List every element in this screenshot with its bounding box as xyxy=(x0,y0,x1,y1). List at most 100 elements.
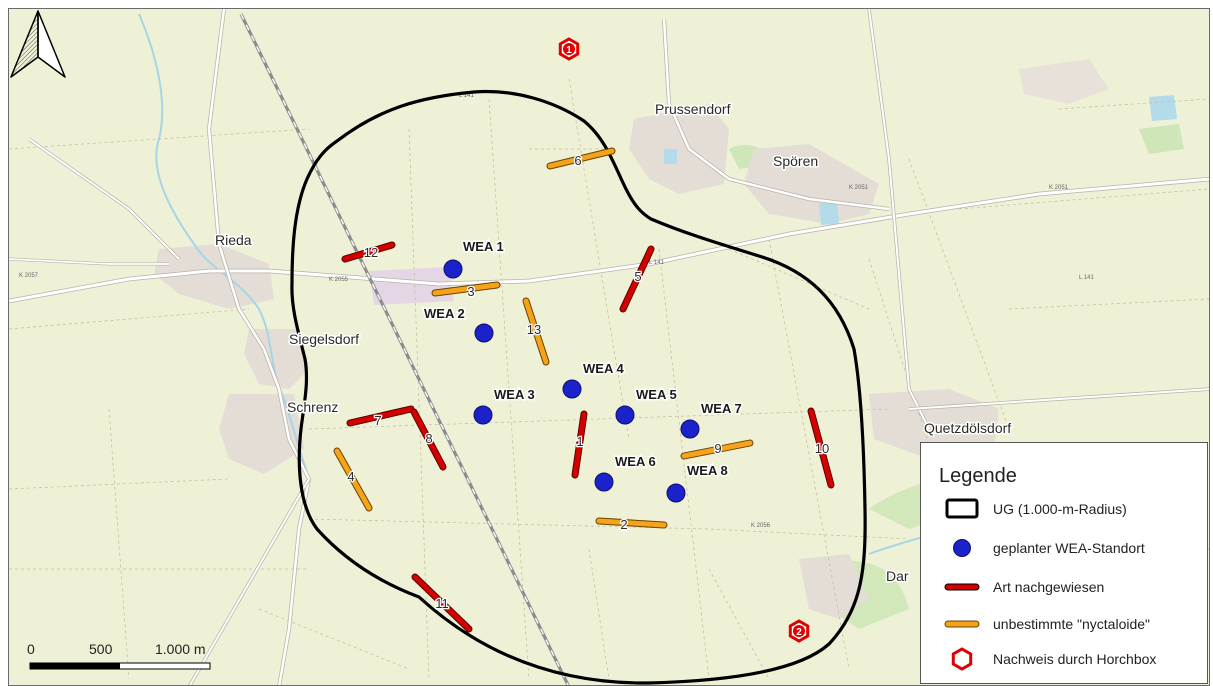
wea-layer: WEA 1 WEA 2 WEA 3 WEA 4 WEA 5 WEA 6 WEA 7 WEA 8 xyxy=(423,238,743,503)
wea-marker-4[interactable] xyxy=(562,379,582,399)
wea-label-2: WEA 2 xyxy=(424,306,465,321)
place-label-rieda: Rieda xyxy=(215,232,252,248)
transect-label-4: 4 xyxy=(347,469,354,484)
transect-label-12: 12 xyxy=(364,245,378,260)
horchbox-marker-fill xyxy=(793,625,805,637)
transect-2[interactable] xyxy=(596,518,667,528)
river xyxy=(138,13,310,480)
transect-3[interactable] xyxy=(432,282,500,296)
legend-label-art: Art nachgewiesen xyxy=(993,579,1105,595)
place-label-schrenz: Schrenz xyxy=(287,399,338,415)
wea-marker-7[interactable] xyxy=(680,419,700,439)
transect-13[interactable] xyxy=(523,298,549,365)
place-label-prussendorf: Prussendorf xyxy=(655,101,731,117)
scale-label-1000: 1.000 m xyxy=(155,641,206,657)
legend-item-art: Art nachgewiesen xyxy=(939,573,1204,601)
legend-label-horchbox: Nachweis durch Horchbox xyxy=(993,651,1157,667)
road-label: K 2056 xyxy=(751,523,771,529)
scale-bar: 0 500 1.000 m xyxy=(27,641,217,681)
wea-marker-2[interactable] xyxy=(474,323,494,343)
place-label-siegelsdorf: Siegelsdorf xyxy=(289,331,359,347)
transect-label-13: 13 xyxy=(527,322,541,337)
transect-8[interactable] xyxy=(411,409,446,470)
red-hexagon-icon xyxy=(951,647,973,671)
scale-bar-graphic xyxy=(29,662,211,670)
place-label-dar: Dar xyxy=(886,568,909,584)
wea-label-5: WEA 5 xyxy=(636,387,677,402)
transect-label-9: 9 xyxy=(714,441,721,456)
place-label-quetzdolsdorf: Quetzdölsdorf xyxy=(924,420,1011,436)
wea-marker-6[interactable] xyxy=(594,472,614,492)
legend-label-wea: geplanter WEA-Standort xyxy=(993,540,1145,556)
forest-area xyxy=(1139,124,1184,154)
transect-7[interactable] xyxy=(347,406,414,426)
village-prussendorf xyxy=(629,104,729,194)
transect-9[interactable] xyxy=(681,440,753,459)
wea-marker-8[interactable] xyxy=(666,483,686,503)
transect-label-10: 10 xyxy=(815,441,829,456)
transect-11[interactable] xyxy=(412,574,472,632)
legend-item-ug: UG (1.000-m-Radius) xyxy=(939,495,1204,523)
road-label: L 141 xyxy=(1079,275,1094,281)
ug-boundary xyxy=(290,89,867,685)
road-label: K 2051 xyxy=(1049,185,1069,191)
village-rieda xyxy=(154,244,274,309)
transect-6[interactable] xyxy=(547,148,615,169)
transect-10[interactable] xyxy=(808,408,834,488)
transect-label-2: 2 xyxy=(620,517,627,532)
transect-label-8: 8 xyxy=(425,431,432,446)
wea-label-3: WEA 3 xyxy=(494,387,535,402)
pond xyxy=(1149,95,1177,121)
wea-label-6: WEA 6 xyxy=(615,454,656,469)
horchbox-label-2: 2 xyxy=(796,627,802,638)
wea-dot-icon xyxy=(953,539,971,557)
red-line-icon xyxy=(944,583,980,591)
horchbox-label-1: 1 xyxy=(566,45,572,56)
railway xyxy=(239,13,570,685)
road-label: K 2051 xyxy=(849,185,869,191)
orange-line-icon xyxy=(944,620,980,628)
transect-label-5: 5 xyxy=(634,269,641,284)
transect-12[interactable] xyxy=(342,242,395,262)
legend: Legende UG (1.000-m-Radius) geplanter WE… xyxy=(920,442,1208,684)
legend-title: Legende xyxy=(939,465,1017,487)
scale-label-500: 500 xyxy=(89,641,113,657)
horchbox-marker-fill xyxy=(563,43,575,55)
wea-label-1: WEA 1 xyxy=(463,239,504,254)
wea-label-8: WEA 8 xyxy=(687,463,728,478)
transect-label-6: 6 xyxy=(574,153,581,168)
wea-marker-5[interactable] xyxy=(615,405,635,425)
scale-label-0: 0 xyxy=(27,641,35,657)
wea-label-4: WEA 4 xyxy=(583,361,624,376)
horchbox-layer: 12 xyxy=(558,37,810,643)
road-label: L 141 xyxy=(459,93,474,99)
pond xyxy=(664,149,677,164)
wea-label-7: WEA 7 xyxy=(701,401,742,416)
transect-4[interactable] xyxy=(334,448,372,511)
transect-label-11: 11 xyxy=(435,596,449,611)
wea-marker-3[interactable] xyxy=(473,405,493,425)
north-arrow-icon xyxy=(10,10,66,78)
road-label: K 2057 xyxy=(19,273,39,279)
legend-item-nyctaloid: unbestimmte "nyctaloide" xyxy=(939,610,1204,638)
village-dar xyxy=(799,554,869,619)
legend-label-nyctaloid: unbestimmte "nyctaloide" xyxy=(993,616,1151,632)
legend-item-wea: geplanter WEA-Standort xyxy=(939,534,1204,562)
road-label: K 2055 xyxy=(329,277,349,283)
legend-label-ug: UG (1.000-m-Radius) xyxy=(993,501,1127,517)
map-canvas[interactable]: K 2051 L 141 K 2051 L 141 K 2057 K 2055 … xyxy=(8,8,1210,686)
roads xyxy=(9,9,1209,685)
transect-label-7: 7 xyxy=(374,413,381,428)
transect-5[interactable] xyxy=(620,246,654,312)
legend-item-horchbox: Nachweis durch Horchbox xyxy=(939,645,1204,673)
place-label-sporen: Spören xyxy=(773,153,818,169)
transect-label-1: 1 xyxy=(576,434,583,449)
road-label: L 141 xyxy=(649,260,664,266)
transect-1[interactable] xyxy=(572,411,587,478)
map-svg: K 2051 L 141 K 2051 L 141 K 2057 K 2055 … xyxy=(9,9,1209,685)
transect-label-3: 3 xyxy=(467,284,474,299)
pond xyxy=(819,201,839,225)
village-topright xyxy=(1019,59,1109,104)
wea-marker-1[interactable] xyxy=(443,259,463,279)
